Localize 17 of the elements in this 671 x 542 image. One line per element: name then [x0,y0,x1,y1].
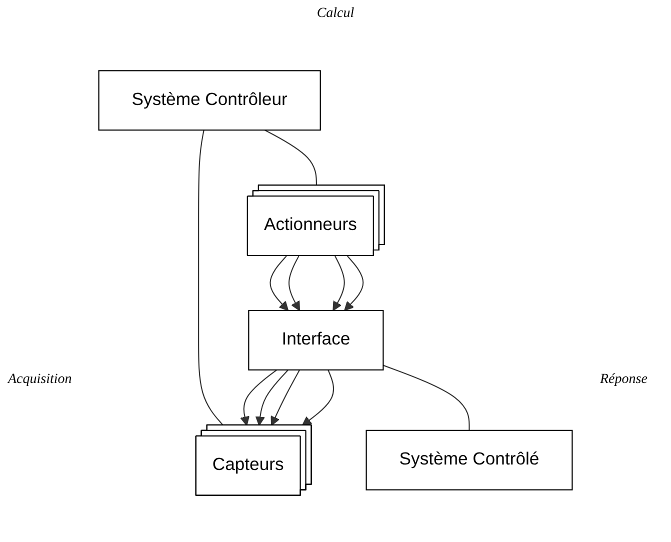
node-caption: Calcul [316,6,354,21]
connector [264,130,318,186]
node-box: Système Contrôlé [366,430,573,490]
arrow [270,256,289,311]
arrow [240,369,278,426]
connector [198,130,224,426]
arrow [255,370,289,426]
node-box: Système Contrôleur [98,70,321,131]
connector [383,364,470,430]
arrow [332,256,345,311]
arrow [288,256,300,311]
arrow [270,370,300,426]
arrow [302,370,334,426]
side-label: Acquisition [8,372,72,388]
node-box: Interface [248,310,384,370]
arrow [344,256,364,311]
side-label: Réponse [600,372,648,388]
